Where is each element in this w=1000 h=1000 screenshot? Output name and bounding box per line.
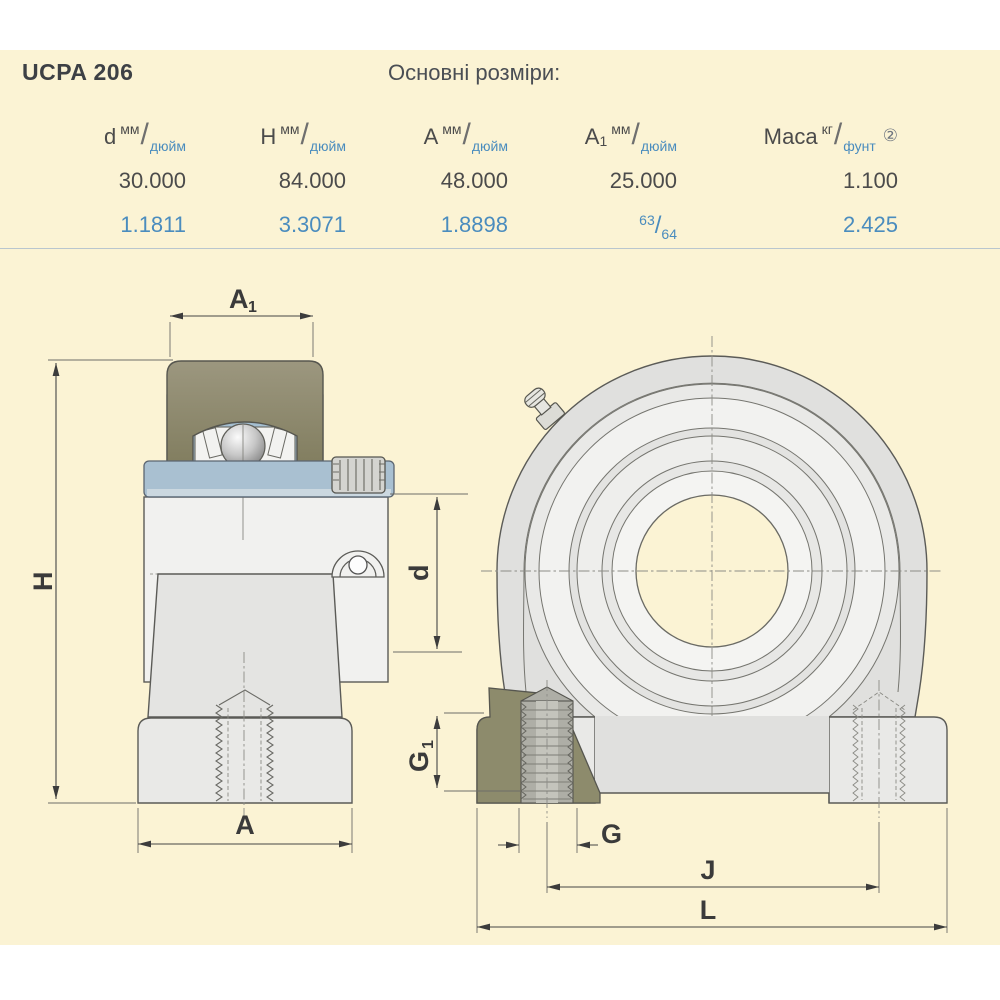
dim-a1: A 1 bbox=[169, 284, 314, 357]
dim-a1-label: A bbox=[229, 284, 249, 314]
unit-slash: / bbox=[631, 118, 640, 151]
column-letter: H bbox=[260, 124, 277, 149]
fraction-numerator: 63 bbox=[639, 212, 655, 228]
fraction-slash: / bbox=[654, 212, 662, 239]
table-row-mm: 30.000 84.000 48.000 25.000 1.100 bbox=[0, 168, 898, 194]
pedestal bbox=[147, 573, 343, 718]
table-row-inch: 1.1811 3.3071 1.8898 63/64 2.425 bbox=[0, 212, 898, 242]
right-view-dimensions: G 1 G J L bbox=[404, 712, 948, 933]
unit-pound: фунт bbox=[843, 138, 876, 154]
column-letter: A bbox=[584, 124, 600, 149]
grease-plug bbox=[331, 456, 386, 494]
dim-g: G bbox=[498, 808, 622, 853]
dim-a: A bbox=[137, 808, 353, 853]
column-letter: d bbox=[104, 124, 117, 149]
drill-point bbox=[218, 689, 271, 706]
dim-j-label: J bbox=[700, 855, 715, 885]
base-center bbox=[595, 716, 829, 793]
right-view bbox=[476, 336, 948, 818]
left-view bbox=[137, 360, 395, 818]
unit-mm: мм bbox=[120, 121, 140, 137]
unit-slash: / bbox=[833, 118, 843, 151]
unit-mm: мм bbox=[611, 121, 631, 137]
base-block bbox=[137, 717, 353, 804]
value-d-mm: 30.000 bbox=[118, 168, 186, 193]
value-a-inch: 1.8898 bbox=[440, 212, 508, 237]
value-h-mm: 84.000 bbox=[278, 168, 346, 193]
thread-core bbox=[536, 701, 558, 803]
dim-h: H bbox=[28, 359, 173, 804]
section-title: Основні розміри: bbox=[388, 60, 561, 85]
unit-slash: / bbox=[462, 118, 471, 151]
dim-l-label: L bbox=[700, 895, 717, 925]
thread-flank-right bbox=[567, 702, 574, 800]
dim-h-label: H bbox=[28, 572, 58, 592]
base-thread bbox=[215, 652, 274, 818]
collar-lip bbox=[147, 489, 391, 496]
value-mass-pound: 2.425 bbox=[842, 212, 898, 237]
page-title: UCPA 206 bbox=[22, 59, 134, 85]
right-bolt-hole bbox=[852, 680, 906, 818]
base-center-recess bbox=[594, 792, 830, 803]
nipple-cap bbox=[524, 387, 546, 408]
grease-nipple bbox=[524, 387, 565, 430]
thread-flank-left bbox=[520, 702, 527, 800]
left-bolt-hole bbox=[520, 680, 574, 818]
unit-inch: дюйм bbox=[309, 138, 346, 154]
thread-flank-left bbox=[852, 704, 859, 802]
value-a-mm: 48.000 bbox=[440, 168, 508, 193]
dim-j: J bbox=[546, 822, 880, 893]
unit-mm: мм bbox=[442, 121, 462, 137]
top-cap bbox=[166, 360, 324, 464]
column-letter: A bbox=[423, 124, 439, 149]
dim-a1-label-sub: 1 bbox=[248, 299, 257, 316]
column-letter-subscript: 1 bbox=[599, 133, 608, 149]
dim-d: d bbox=[390, 493, 468, 653]
dim-a-label: A bbox=[235, 810, 255, 840]
dim-g1: G 1 bbox=[404, 712, 520, 792]
column-header-a1: A1мм/дюйм bbox=[508, 118, 677, 154]
value-a1-inch: 63/64 bbox=[508, 212, 677, 242]
value-h-inch: 3.3071 bbox=[278, 212, 346, 237]
left-view-dimensions: A 1 H d A bbox=[28, 284, 468, 853]
arch-hole bbox=[348, 555, 368, 575]
thread-flank-right bbox=[899, 704, 906, 802]
column-letter: Маса bbox=[763, 124, 818, 149]
dim-d-label: d bbox=[404, 565, 434, 582]
unit-slash: / bbox=[300, 118, 309, 151]
plug-knurl bbox=[339, 459, 381, 491]
unit-slash: / bbox=[140, 118, 149, 151]
value-mass-kg: 1.100 bbox=[842, 168, 898, 193]
dim-g-label: G bbox=[601, 819, 622, 849]
unit-inch: дюйм bbox=[640, 138, 677, 154]
value-d-inch: 1.1811 bbox=[120, 212, 186, 237]
footnote-2-icon: ② bbox=[882, 126, 898, 145]
base-right-lug bbox=[828, 716, 948, 804]
unit-kg: кг bbox=[821, 121, 833, 137]
unit-inch: дюйм bbox=[149, 138, 186, 154]
dim-l: L bbox=[476, 808, 948, 933]
dim-g1-label-sub: 1 bbox=[420, 740, 437, 749]
unit-inch: дюйм bbox=[471, 138, 508, 154]
nipple-cap-lines bbox=[525, 388, 545, 407]
table-divider bbox=[0, 248, 1000, 249]
technical-drawing: A 1 H d A bbox=[28, 284, 948, 933]
dim-g1-label: G bbox=[404, 751, 434, 772]
unit-mm: мм bbox=[280, 121, 300, 137]
plug-threads bbox=[333, 463, 385, 481]
fraction-denominator: 64 bbox=[661, 226, 677, 242]
grease-passage-arch bbox=[331, 550, 385, 578]
value-a1-mm: 25.000 bbox=[609, 168, 677, 193]
thread-left-flank bbox=[215, 704, 223, 802]
drill-point-hidden bbox=[852, 691, 906, 711]
thread-right-flank bbox=[266, 704, 274, 802]
